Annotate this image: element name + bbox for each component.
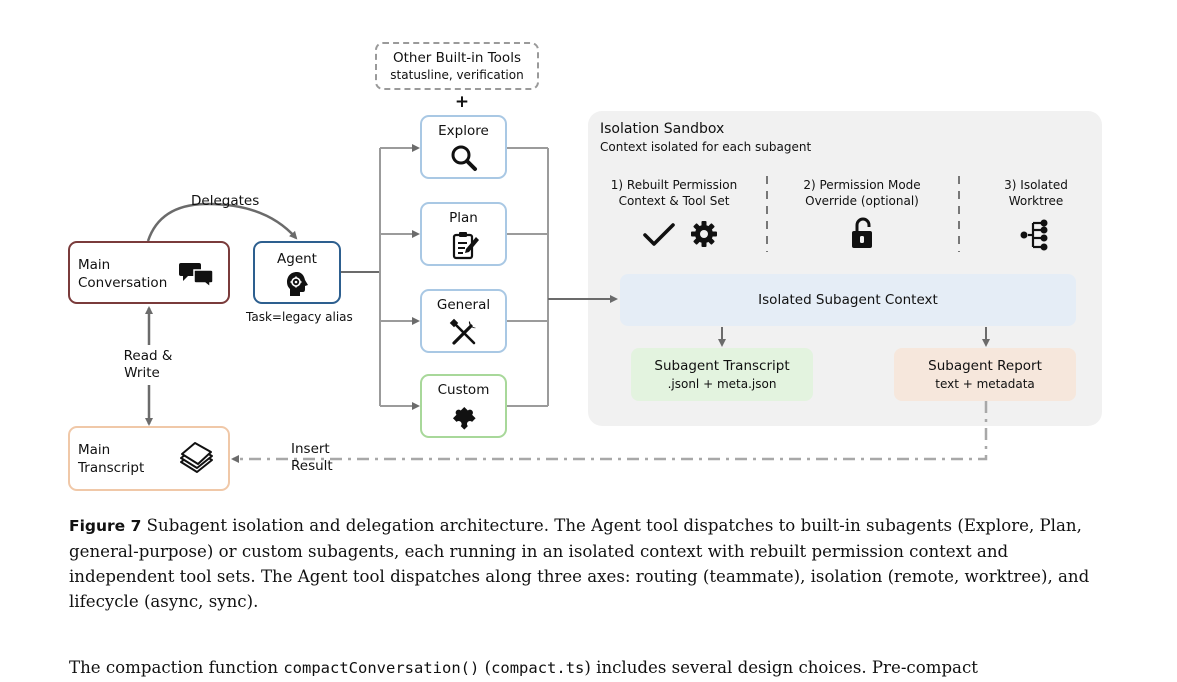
sandbox-title: Isolation Sandbox xyxy=(600,121,725,137)
figure-caption-text: Subagent isolation and delegation archit… xyxy=(69,516,1090,611)
plan-subagent-box[interactable]: Plan xyxy=(420,202,507,266)
main-conversation-box[interactable]: Main Conversation xyxy=(68,241,230,304)
clipboard-icon xyxy=(452,232,479,260)
read-write-label-1: Read & xyxy=(123,348,173,364)
sandbox-subtitle: Context isolated for each subagent xyxy=(600,140,812,154)
sandbox-col1-line1: 1) Rebuilt Permission xyxy=(610,178,738,192)
search-icon xyxy=(451,145,477,171)
isolation-sandbox-bg xyxy=(588,111,1102,426)
subagent-transcript-subtitle: .jsonl + meta.json xyxy=(667,377,777,391)
custom-label: Custom xyxy=(437,382,490,398)
general-subagent-box[interactable]: General xyxy=(420,289,507,353)
checkmark-icon xyxy=(643,223,675,246)
insert-result-label-1: Insert xyxy=(291,441,330,457)
agent-note: Task=legacy alias xyxy=(246,310,353,324)
tree-icon xyxy=(1020,219,1048,251)
unlock-icon xyxy=(852,217,872,248)
subagent-report-title: Subagent Report xyxy=(928,358,1042,374)
delegates-label: Delegates xyxy=(191,193,260,209)
body-text-before: The compaction function xyxy=(69,658,284,677)
main-conversation-label-2: Conversation xyxy=(78,275,168,291)
subagent-report-subtitle: text + metadata xyxy=(935,377,1035,391)
code-compact-ts: compact.ts xyxy=(491,659,585,677)
tools-icon xyxy=(449,318,476,345)
explore-subagent-box[interactable]: Explore xyxy=(420,115,507,179)
sandbox-col1-line2: Context & Tool Set xyxy=(618,194,730,208)
plan-label: Plan xyxy=(449,210,478,226)
other-tools-subtitle: statusline, verification xyxy=(390,68,524,82)
stacked-papers-icon xyxy=(180,442,213,473)
main-transcript-label-1: Main xyxy=(78,442,111,458)
sandbox-col3-line2: Worktree xyxy=(1008,194,1064,208)
read-write-label-2: Write xyxy=(124,365,160,381)
main-transcript-label-2: Transcript xyxy=(78,460,145,476)
agent-title: Agent xyxy=(277,251,317,267)
puzzle-icon xyxy=(452,406,476,430)
isolated-subagent-context[interactable]: Isolated Subagent Context xyxy=(620,274,1076,326)
subagent-report-box[interactable]: Subagent Report text + metadata xyxy=(894,348,1076,401)
body-paragraph: The compaction function compactConversat… xyxy=(69,657,1129,679)
figure-label: Figure 7 xyxy=(69,517,142,535)
context-label: Isolated Subagent Context xyxy=(758,292,938,308)
plus-sign: + xyxy=(454,92,470,112)
other-tools-title: Other Built-in Tools xyxy=(393,50,521,66)
chat-bubbles-icon xyxy=(179,263,214,287)
sandbox-col2-line1: 2) Permission Mode xyxy=(803,178,921,192)
diagram-connectors xyxy=(145,111,1102,463)
code-compact-conversation: compactConversation() xyxy=(283,659,480,677)
sandbox-col2-line2: Override (optional) xyxy=(805,194,919,208)
insert-result-label-2: Result xyxy=(291,458,333,474)
custom-subagent-box[interactable]: Custom xyxy=(420,374,507,438)
main-conversation-label-1: Main xyxy=(78,257,111,273)
delegates-arrow xyxy=(146,202,298,242)
main-transcript-box[interactable]: Main Transcript xyxy=(68,426,230,491)
other-builtin-tools-box[interactable]: Other Built-in Tools statusline, verific… xyxy=(375,42,539,90)
agent-box[interactable]: Agent xyxy=(253,241,341,304)
insert-result-arrow xyxy=(231,401,988,463)
body-text-after: ) includes several design choices. Pre-c… xyxy=(584,658,978,677)
agent-head-icon xyxy=(287,272,308,296)
general-label: General xyxy=(436,297,491,313)
body-text-middle: ( xyxy=(479,658,492,677)
gear-icon xyxy=(691,221,717,247)
sandbox-col3-line1: 3) Isolated xyxy=(1004,178,1068,192)
subagent-transcript-title: Subagent Transcript xyxy=(654,358,790,374)
figure-caption: Figure 7 Subagent isolation and delegati… xyxy=(69,513,1109,614)
subagent-transcript-box[interactable]: Subagent Transcript .jsonl + meta.json xyxy=(631,348,813,401)
explore-label: Explore xyxy=(438,123,489,139)
